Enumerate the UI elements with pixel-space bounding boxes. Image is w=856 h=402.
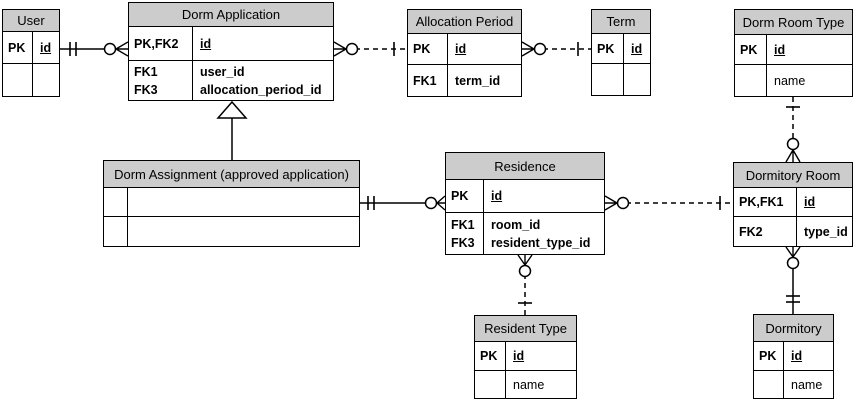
crowfoot-icon: [436, 195, 446, 211]
zero-circle-icon: [424, 196, 438, 210]
rel-residence-resident-type: [517, 254, 533, 315]
field-cell: id: [631, 41, 643, 56]
field-cell: [128, 188, 359, 216]
key-cell: PK: [592, 34, 624, 63]
crowfoot-icon: [115, 41, 129, 57]
field-cell: user_id allocation_period_id: [200, 64, 322, 97]
key-cell: PK,FK2: [129, 27, 193, 60]
field-cell: id: [200, 36, 212, 51]
entity-term: Term PK id: [591, 9, 651, 96]
key-cell: FK1 FK3: [446, 213, 484, 254]
entity-user: User PK id: [2, 9, 60, 97]
zero-circle-icon: [518, 264, 532, 278]
entity-resident-type: Resident Type PK id name: [474, 315, 577, 399]
key-cell: [735, 65, 767, 96]
key-cell: PK,FK1: [734, 188, 797, 216]
rel-dorm-application-allocation-period: [333, 41, 407, 57]
crowfoot-icon: [521, 41, 535, 57]
zero-circle-icon: [103, 42, 117, 56]
entity-title: Dorm Assignment (approved application): [104, 161, 359, 188]
field-cell: id: [804, 195, 816, 209]
entity-title: Resident Type: [475, 316, 576, 342]
key-cell: [104, 188, 128, 216]
field-cell: name: [791, 377, 823, 392]
field-cell: room_id resident_type_id: [491, 217, 591, 250]
crowfoot-icon: [785, 246, 801, 258]
entity-title: Term: [592, 10, 650, 34]
field-cell: term_id: [455, 73, 501, 88]
key-cell: PK: [754, 342, 784, 370]
key-cell: FK2: [734, 217, 797, 246]
field-cell: [624, 64, 650, 95]
field-cell: id: [791, 349, 803, 363]
field-cell: name: [774, 73, 806, 88]
key-cell: PK: [735, 35, 767, 64]
rel-dorm-assignment-residence: [360, 195, 446, 211]
entity-title: Allocation Period: [408, 10, 521, 34]
entity-dorm-application: Dorm Application PK,FK2 id FK1 FK3 user_…: [128, 2, 334, 101]
key-cell: [3, 64, 33, 96]
field-cell: id: [491, 189, 503, 203]
entity-dorm-room-type: Dorm Room Type PK id name: [734, 9, 853, 97]
field-cell: id: [513, 349, 525, 363]
zero-circle-icon: [345, 42, 359, 56]
crowfoot-icon: [785, 149, 801, 163]
entity-title: User: [3, 10, 59, 32]
key-cell: [592, 64, 624, 95]
entity-dorm-assignment: Dorm Assignment (approved application): [103, 160, 360, 247]
key-cell: PK: [3, 32, 33, 63]
zero-circle-icon: [786, 256, 800, 270]
crowfoot-icon: [517, 254, 533, 266]
field-cell: name: [513, 377, 545, 392]
key-cell: [754, 371, 784, 398]
field-cell: [33, 64, 59, 96]
rel-user-dorm-application: [60, 41, 129, 57]
zero-circle-icon: [616, 196, 630, 210]
entity-title: Dorm Application: [129, 3, 333, 27]
inheritance-triangle-icon: [216, 100, 248, 119]
key-cell: [475, 371, 506, 398]
entity-title: Dormitory Room: [734, 163, 852, 188]
key-cell: [104, 217, 128, 246]
crowfoot-icon: [604, 195, 618, 211]
entity-title: Residence: [446, 153, 604, 180]
inheritance-dorm-assignment-dorm-application: [216, 100, 248, 160]
key-cell: PK: [475, 342, 506, 370]
rel-residence-dormitory-room: [604, 195, 733, 211]
entity-title: Dormitory: [754, 315, 833, 342]
rel-allocation-period-term: [521, 41, 591, 57]
field-cell: id: [774, 42, 786, 57]
entity-allocation-period: Allocation Period PK id FK1 term_id: [407, 9, 522, 97]
key-cell: PK: [408, 34, 448, 64]
key-cell: FK1 FK3: [129, 61, 193, 100]
field-cell: type_id: [804, 224, 848, 239]
rel-dorm-room-type-dormitory-room: [785, 97, 801, 163]
rel-dormitory-room-dormitory: [785, 246, 801, 314]
entity-dormitory-room: Dormitory Room PK,FK1 id FK2 type_id: [733, 162, 853, 247]
field-cell: id: [40, 40, 52, 55]
crowfoot-icon: [333, 41, 347, 57]
field-cell: [128, 217, 359, 246]
entity-title: Dorm Room Type: [735, 10, 852, 35]
key-cell: FK1: [408, 65, 448, 96]
entity-dormitory: Dormitory PK id name: [753, 314, 834, 399]
field-cell: id: [455, 42, 467, 56]
zero-circle-icon: [533, 42, 547, 56]
zero-circle-icon: [786, 137, 800, 151]
key-cell: PK: [446, 180, 484, 212]
entity-residence: Residence PK id FK1 FK3 room_id resident…: [445, 152, 605, 255]
